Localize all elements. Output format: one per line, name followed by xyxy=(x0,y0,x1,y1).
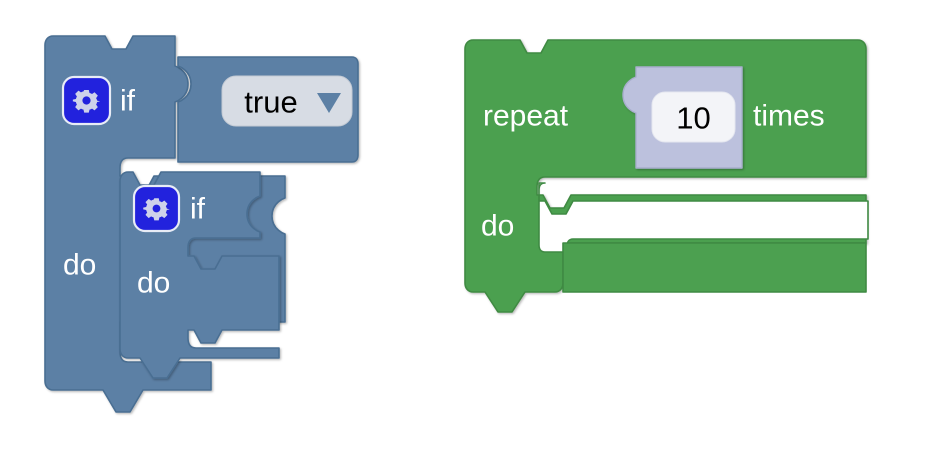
if-block-inner-mutator[interactable] xyxy=(132,184,181,233)
repeat-block-bottom-bar-cover xyxy=(565,244,864,291)
gear-icon-outer[interactable] xyxy=(72,90,101,113)
number-field-bg[interactable] xyxy=(651,91,736,143)
gear-icon-inner[interactable] xyxy=(143,198,170,221)
boolean-block[interactable]: true xyxy=(177,56,359,163)
number-field-text[interactable]: 10 xyxy=(676,101,710,136)
chevron-down-icon[interactable] xyxy=(317,93,341,113)
dropdown-field-bool-text[interactable]: true xyxy=(244,85,297,120)
dropdown-field-bool-bg[interactable] xyxy=(221,75,353,127)
repeat-block-do-slot[interactable] xyxy=(538,182,869,253)
if-block-outer-mutator[interactable] xyxy=(61,75,112,126)
number-block[interactable]: 10 xyxy=(622,66,743,169)
